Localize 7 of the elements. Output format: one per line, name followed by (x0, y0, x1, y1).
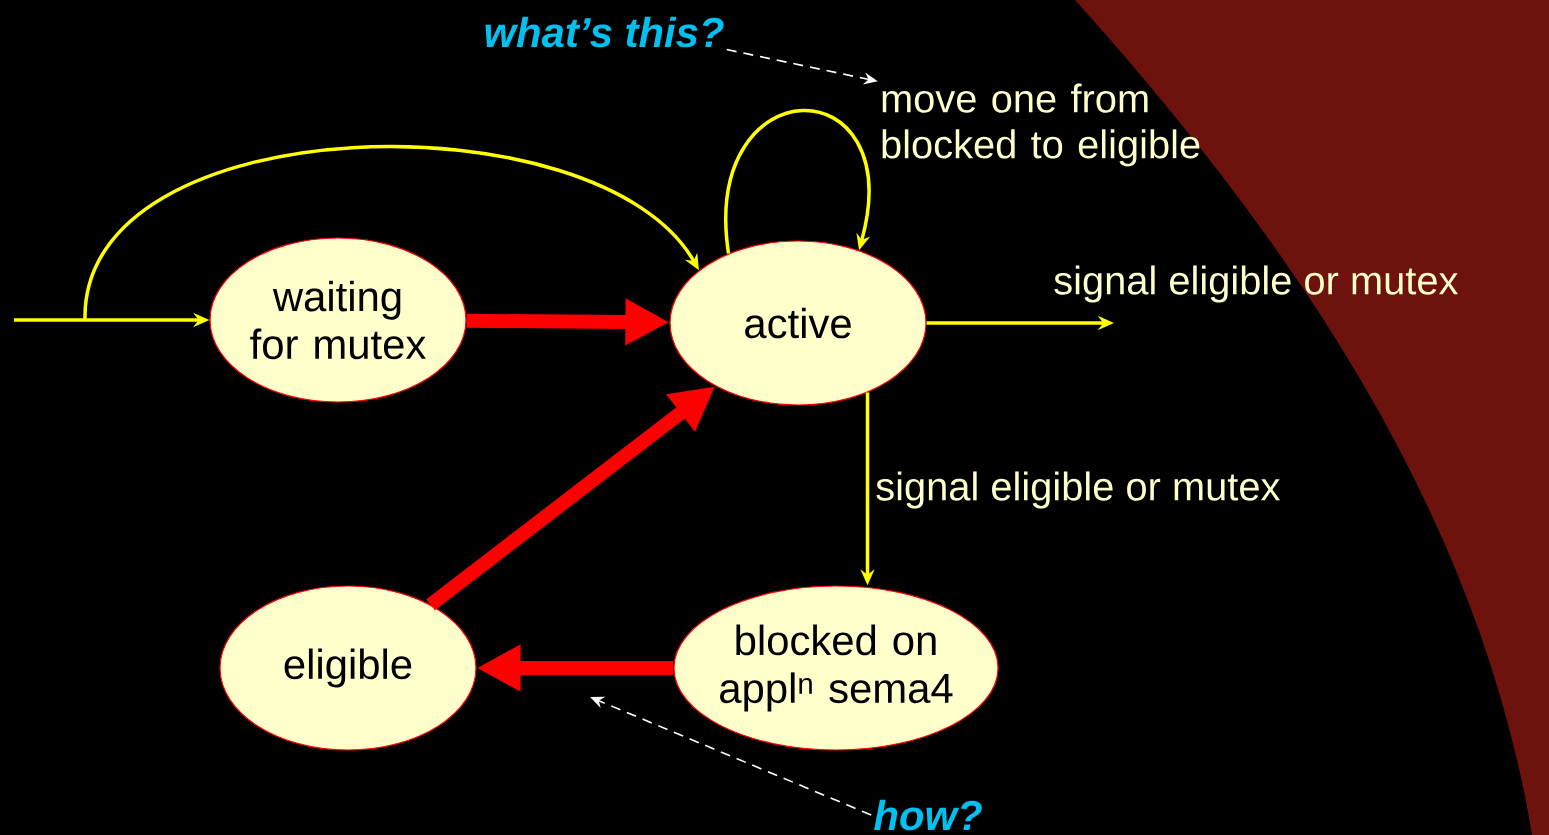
arrow (724, 109, 871, 254)
edge-label: signal eligible or mutex (876, 471, 1281, 509)
question-text: what’s this? (485, 16, 724, 48)
edge-label: signal eligible or mutex (1054, 265, 1459, 303)
question-text: how? (874, 799, 982, 831)
note-text: move one from blocked to eligible (882, 83, 1200, 167)
arrow (83, 145, 699, 321)
